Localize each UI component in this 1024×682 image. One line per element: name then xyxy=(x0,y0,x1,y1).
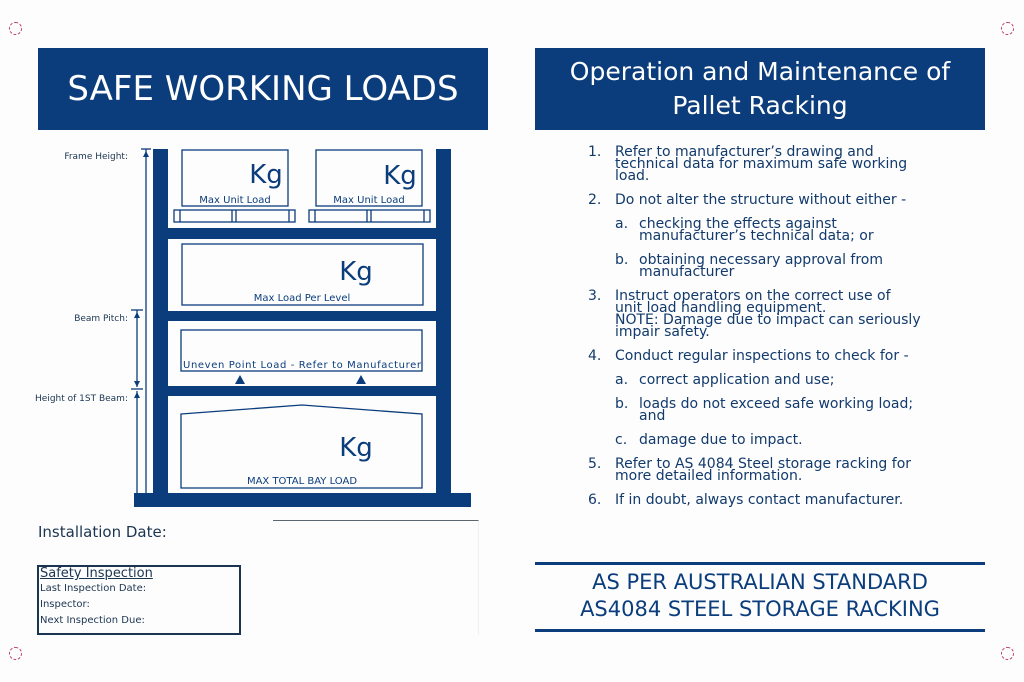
max-unit-load-label: Max Unit Load xyxy=(199,195,270,206)
beam xyxy=(168,228,436,239)
safety-inspection-title: Safety Inspection xyxy=(40,566,153,581)
max-total-bay-load-label: MAX TOTAL BAY LOAD xyxy=(247,476,357,487)
uneven-point-load-label: Uneven Point Load - Refer to Manufacture… xyxy=(183,360,422,371)
uneven-load-box xyxy=(180,329,423,372)
kg-label: Kg xyxy=(339,257,373,287)
base-plate xyxy=(134,493,471,507)
beam xyxy=(168,386,436,396)
registration-mark xyxy=(9,647,22,660)
beam-pitch-label: Beam Pitch: xyxy=(74,314,128,324)
pallet xyxy=(173,209,296,223)
kg-label: Kg xyxy=(383,161,417,191)
instruction-subitem: c.damage due to impact. xyxy=(615,432,803,448)
upright-right xyxy=(436,149,451,495)
safe-working-loads-title: SAFE WORKING LOADS xyxy=(38,48,488,130)
blank-label-area xyxy=(273,520,479,635)
operation-maintenance-title: Operation and Maintenance of Pallet Rack… xyxy=(535,48,985,130)
standard-line: AS4084 STEEL STORAGE RACKING xyxy=(580,597,940,621)
unit-load-box xyxy=(181,149,289,207)
registration-mark xyxy=(1001,22,1014,35)
title-line: Pallet Racking xyxy=(672,91,848,120)
next-inspection-due-label: Next Inspection Due: xyxy=(40,615,145,626)
kg-label: Kg xyxy=(249,160,283,190)
first-beam-height-label: Height of 1ST Beam: xyxy=(35,394,128,404)
instruction-item: 4. Conduct regular inspections to check … xyxy=(588,349,958,448)
instruction-subitem: a.correct application and use; xyxy=(615,372,835,388)
max-load-per-level-label: Max Load Per Level xyxy=(254,293,351,304)
title-text: SAFE WORKING LOADS xyxy=(67,69,459,109)
max-unit-load-label: Max Unit Load xyxy=(333,195,404,206)
registration-mark xyxy=(1001,647,1014,660)
registration-mark xyxy=(9,22,22,35)
safety-inspection-box: Safety Inspection Last Inspection Date: … xyxy=(37,565,241,635)
point-load-arrow xyxy=(356,375,366,384)
instruction-subitem: b.loads do not exceed safe working load;… xyxy=(615,396,914,424)
kg-label: Kg xyxy=(339,433,373,463)
level-load-box xyxy=(181,243,424,306)
last-inspection-date-label: Last Inspection Date: xyxy=(40,583,147,594)
title-line: Operation and Maintenance of xyxy=(569,57,951,86)
australian-standard-banner: AS PER AUSTRALIAN STANDARD AS4084 STEEL … xyxy=(535,562,985,632)
bay-load-box xyxy=(180,404,423,489)
beam xyxy=(168,311,436,321)
upright-left xyxy=(153,149,168,495)
standard-line: AS PER AUSTRALIAN STANDARD xyxy=(592,570,928,594)
unit-load-box xyxy=(315,149,423,207)
frame-height-label: Frame Height: xyxy=(64,152,128,162)
point-load-arrow xyxy=(235,375,245,384)
instruction-item: 2. Do not alter the structure without ei… xyxy=(588,193,958,280)
pallet xyxy=(308,209,431,223)
installation-date-label: Installation Date: xyxy=(38,523,167,541)
inspector-label: Inspector: xyxy=(40,599,90,610)
instruction-item: 3. Instruct operators on the correct use… xyxy=(588,288,921,340)
instruction-item: 6. If in doubt, always contact manufactu… xyxy=(588,492,904,508)
instruction-item: 5. Refer to AS 4084 Steel storage rackin… xyxy=(588,456,912,484)
